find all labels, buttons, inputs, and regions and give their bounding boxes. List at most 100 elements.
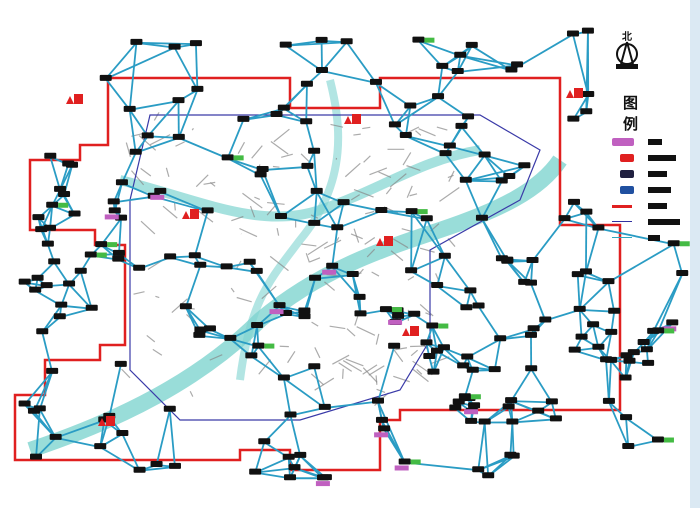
urban-road: [439, 186, 460, 202]
dark-triangle-building-symbol: [608, 169, 636, 179]
station-label: [518, 162, 531, 169]
network-link: [375, 82, 396, 126]
network-link: [377, 401, 406, 463]
teal-line-symbol: [608, 233, 636, 243]
station-label: [116, 430, 129, 437]
station-label: [581, 27, 594, 34]
station-label: [94, 443, 107, 450]
station-label: [494, 335, 507, 342]
network-link: [607, 281, 616, 312]
station-label: [504, 451, 517, 458]
station-label: [472, 466, 485, 473]
network-link: [263, 414, 292, 443]
legend-label-redacted: [648, 235, 660, 241]
station-label: [150, 460, 163, 467]
station-label: [622, 442, 635, 449]
station-label: [505, 66, 518, 73]
network-link: [128, 109, 149, 137]
urban-road: [121, 368, 131, 379]
urban-road: [402, 152, 412, 166]
station-label: [454, 51, 467, 58]
network-link: [477, 305, 501, 340]
station-label: [31, 274, 44, 281]
station-label: [405, 267, 418, 274]
station-label: [426, 322, 439, 329]
urban-road: [149, 134, 171, 146]
station-label: [32, 214, 45, 221]
urban-road: [401, 228, 413, 233]
network-link: [579, 281, 610, 311]
red-triangle-icon: [182, 211, 190, 219]
network-link: [255, 467, 295, 474]
red-triangle-icon: [66, 96, 74, 104]
station-label: [284, 474, 297, 481]
network-link: [193, 211, 209, 257]
network-link: [672, 244, 684, 275]
station-label: [525, 365, 538, 372]
green-marker: [417, 209, 428, 215]
station-label: [133, 466, 146, 473]
urban-road: [323, 239, 342, 249]
station-label: [567, 115, 580, 122]
network-link: [285, 44, 323, 72]
urban-road: [338, 362, 353, 372]
station-label: [54, 185, 67, 192]
station-label: [193, 331, 206, 338]
station-label: [188, 252, 201, 259]
station-label: [592, 343, 605, 350]
station-label: [33, 405, 46, 412]
network-link: [135, 137, 180, 154]
urban-road: [140, 220, 156, 235]
pink-station: [104, 214, 119, 220]
network-link: [481, 181, 503, 220]
urban-road: [171, 298, 188, 314]
station-label: [62, 160, 75, 167]
station-label: [462, 113, 475, 120]
urban-road: [406, 165, 421, 171]
station-label: [84, 251, 97, 258]
network-link: [105, 42, 138, 80]
urban-road: [393, 238, 409, 249]
network-link: [444, 256, 472, 292]
urban-road: [407, 126, 420, 133]
network-link: [530, 368, 553, 403]
station-label: [58, 190, 71, 197]
pink-station: [322, 269, 337, 275]
network-link: [306, 166, 318, 193]
station-label: [130, 38, 143, 45]
station-label: [294, 451, 307, 458]
station-label: [602, 397, 615, 404]
station-label: [637, 339, 650, 346]
station-label: [488, 366, 501, 373]
station-label: [95, 241, 108, 248]
urban-road: [203, 181, 216, 185]
network-link: [262, 166, 308, 171]
station-label: [55, 301, 68, 308]
station-label: [252, 342, 265, 349]
station-label: [652, 327, 665, 334]
station-label: [478, 418, 491, 425]
station-label: [580, 208, 593, 215]
network-link: [572, 34, 590, 96]
inner-boundary: [129, 114, 541, 421]
red-building-icon: [384, 236, 393, 246]
urban-road: [270, 141, 289, 155]
station-label: [279, 41, 292, 48]
network-link: [605, 360, 610, 402]
urban-road: [393, 375, 410, 383]
station-label: [568, 346, 581, 353]
urban-road: [153, 112, 160, 121]
station-label: [168, 43, 181, 50]
station-label: [133, 264, 146, 271]
urban-road: [269, 255, 289, 272]
station-label: [666, 319, 679, 326]
red-building-icon: [106, 416, 115, 426]
network-link: [410, 211, 446, 258]
station-label: [201, 207, 214, 214]
red-triangle-icon: [402, 328, 410, 336]
station-label: [582, 91, 595, 98]
station-label: [605, 328, 618, 335]
network-link: [417, 40, 443, 68]
urban-road: [369, 167, 388, 176]
urban-road: [195, 174, 209, 188]
